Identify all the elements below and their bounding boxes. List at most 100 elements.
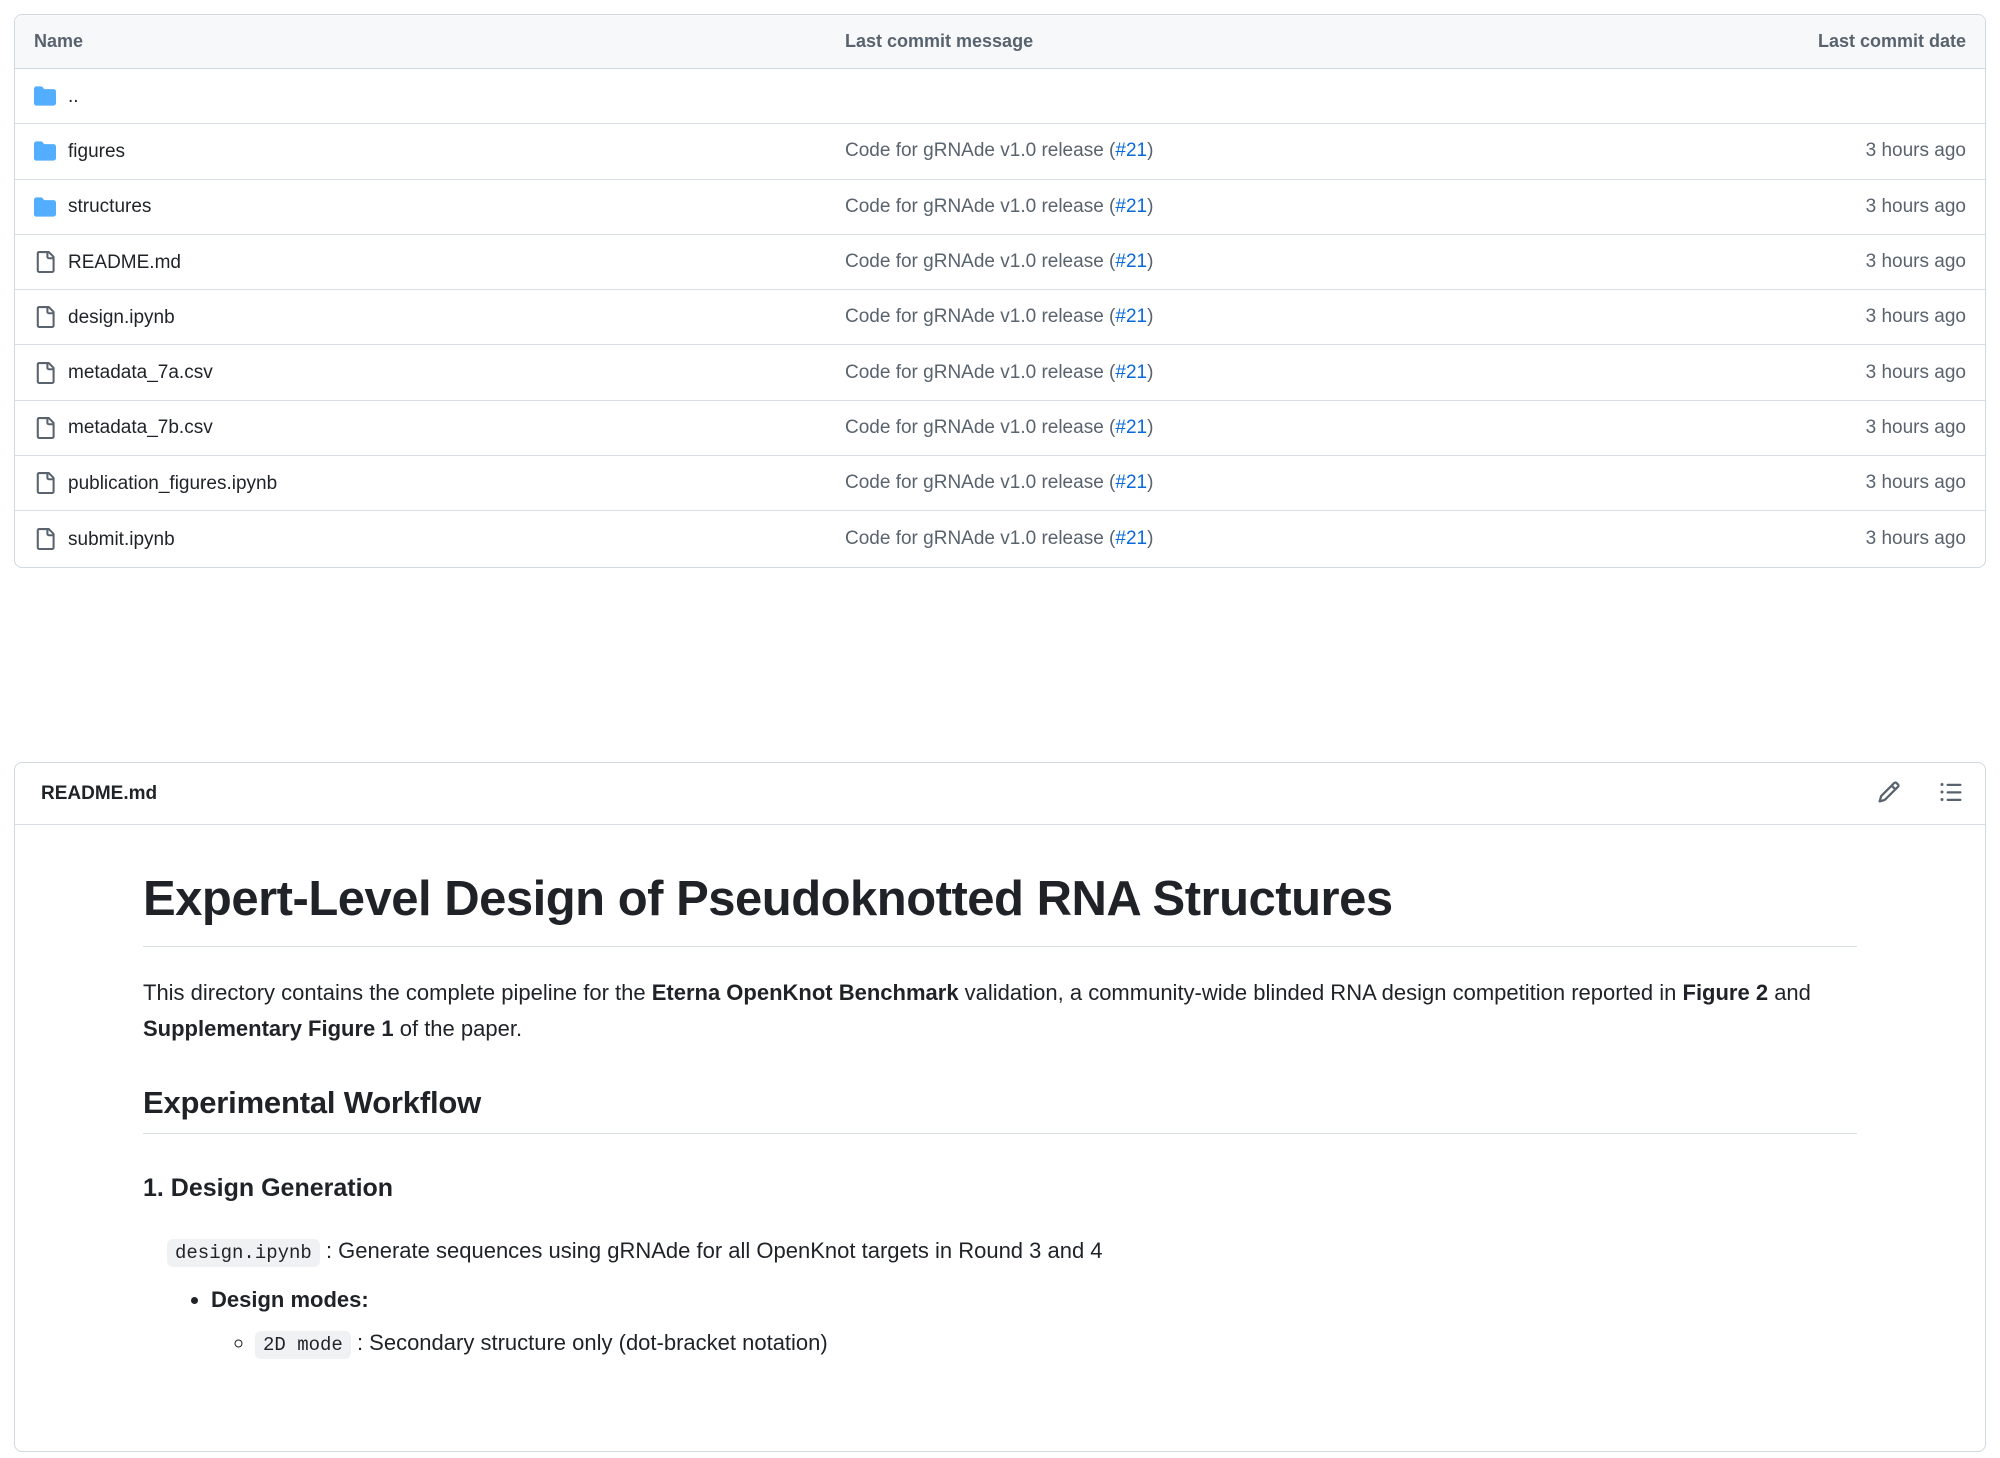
file-icon — [34, 306, 56, 329]
table-row[interactable]: structures Code for gRNAde v1.0 release (… — [15, 180, 1985, 235]
file-icon — [34, 472, 56, 495]
file-icon — [34, 528, 56, 551]
issue-link[interactable]: #21 — [1115, 140, 1148, 162]
file-name-link[interactable]: metadata_7b.csv — [68, 417, 213, 439]
cell-commit-date: 3 hours ago — [1865, 306, 1966, 328]
issue-link[interactable]: #21 — [1115, 306, 1148, 328]
file-icon — [34, 361, 56, 384]
design-step-text: : Generate sequences using gRNAde for al… — [319, 1237, 1103, 1263]
commit-message-text: Code for gRNAde v1.0 release ( — [845, 251, 1116, 273]
issue-link[interactable]: #21 — [1115, 361, 1148, 383]
readme-intro-paragraph: This directory contains the complete pip… — [143, 975, 1833, 1046]
column-header-commit-date: Last commit date — [1817, 31, 1966, 51]
code-2d-mode: 2D mode — [255, 1331, 351, 1360]
readme-action-group — [1874, 779, 1966, 809]
readme-header: README.md — [15, 763, 1985, 825]
intro-bold-figure2: Figure 2 — [1682, 980, 1769, 1006]
intro-text-part4: of the paper. — [393, 1015, 523, 1041]
design-step-line: design.ipynb : Generate sequences using … — [167, 1233, 1857, 1268]
issue-link[interactable]: #21 — [1115, 528, 1148, 550]
table-row[interactable]: publication_figures.ipynb Code for gRNAde… — [15, 456, 1985, 512]
design-modes-label: Design modes: — [211, 1286, 369, 1312]
design-modes-sublist: 2D mode : Secondary structure only (dot-… — [211, 1325, 1857, 1360]
file-name-link[interactable]: submit.ipynb — [68, 528, 175, 550]
cell-commit-message: Code for gRNAde v1.0 release (#21) — [815, 417, 1645, 439]
cell-commit-date: 3 hours ago — [1865, 251, 1966, 273]
cell-name: metadata_7b.csv — [15, 416, 815, 439]
intro-text-part2: validation, a community-wide blinded RNA… — [958, 980, 1683, 1006]
cell-commit-message: Code for gRNAde v1.0 release (#21) — [815, 251, 1645, 273]
file-listing-panel: Name Last commit message Last commit dat… — [14, 14, 1986, 568]
cell-commit-date: 3 hours ago — [1865, 528, 1966, 550]
column-header-name: Name — [34, 31, 84, 51]
commit-message-text: Code for gRNAde v1.0 release ( — [845, 361, 1116, 383]
table-row[interactable]: design.ipynb Code for gRNAde v1.0 release… — [15, 290, 1985, 346]
cell-name: structures — [15, 196, 815, 218]
cell-name: README.md — [15, 251, 815, 274]
commit-message-suffix: ) — [1147, 195, 1154, 217]
cell-commit-date: 3 hours ago — [1865, 140, 1966, 162]
list-unordered-icon — [1939, 780, 1963, 807]
cell-commit-message: Code for gRNAde v1.0 release (#21) — [815, 528, 1645, 550]
file-name-link[interactable]: publication_figures.ipynb — [68, 472, 278, 494]
commit-message-text: Code for gRNAde v1.0 release ( — [845, 528, 1116, 550]
table-row[interactable]: .. — [15, 69, 1985, 125]
issue-link[interactable]: #21 — [1115, 472, 1148, 494]
design-modes-list: Design modes: 2D mode : Secondary struct… — [143, 1282, 1857, 1361]
commit-message-text: Code for gRNAde v1.0 release ( — [845, 306, 1116, 328]
table-row[interactable]: figures Code for gRNAde v1.0 release (#21… — [15, 124, 1985, 180]
intro-text-part1: This directory contains the complete pip… — [143, 980, 652, 1006]
cell-name: publication_figures.ipynb — [15, 472, 815, 495]
edit-readme-button[interactable] — [1874, 779, 1904, 809]
cell-commit-date: 3 hours ago — [1865, 416, 1966, 438]
mode-2d-description: : Secondary structure only (dot-bracket … — [350, 1330, 828, 1356]
readme-heading-experimental-workflow: Experimental Workflow — [143, 1085, 1857, 1134]
table-row[interactable]: metadata_7a.csv Code for gRNAde v1.0 rele… — [15, 345, 1985, 401]
table-row[interactable]: submit.ipynb Code for gRNAde v1.0 release… — [15, 511, 1985, 566]
cell-commit-date: 3 hours ago — [1865, 361, 1966, 383]
file-table-header: Name Last commit message Last commit dat… — [15, 15, 1985, 69]
file-icon — [34, 416, 56, 439]
intro-bold-benchmark: Eterna OpenKnot Benchmark — [651, 980, 959, 1006]
code-design-ipynb: design.ipynb — [167, 1238, 320, 1267]
cell-commit-message: Code for gRNAde v1.0 release (#21) — [815, 306, 1645, 328]
commit-message-suffix: ) — [1147, 251, 1154, 273]
folder-icon — [34, 85, 56, 107]
file-name-link[interactable]: metadata_7a.csv — [68, 362, 213, 384]
pencil-icon — [1877, 780, 1901, 807]
commit-message-text: Code for gRNAde v1.0 release ( — [845, 416, 1116, 438]
commit-message-text: Code for gRNAde v1.0 release ( — [845, 195, 1116, 217]
folder-icon — [34, 140, 56, 162]
issue-link[interactable]: #21 — [1115, 416, 1148, 438]
column-header-commit-message: Last commit message — [845, 31, 1034, 51]
cell-name: submit.ipynb — [15, 528, 815, 551]
list-item-design-modes: Design modes: 2D mode : Secondary struct… — [211, 1282, 1857, 1361]
issue-link[interactable]: #21 — [1115, 195, 1148, 217]
intro-bold-supp-figure1: Supplementary Figure 1 — [143, 1015, 394, 1041]
table-row[interactable]: metadata_7b.csv Code for gRNAde v1.0 rele… — [15, 401, 1985, 457]
file-name-link[interactable]: figures — [68, 140, 126, 162]
file-name-link[interactable]: design.ipynb — [68, 306, 175, 328]
cell-commit-date: 3 hours ago — [1865, 472, 1966, 494]
readme-outline-button[interactable] — [1936, 779, 1966, 809]
readme-heading-design-generation: 1. Design Generation — [143, 1173, 394, 1202]
issue-link[interactable]: #21 — [1115, 251, 1148, 273]
commit-message-suffix: ) — [1147, 528, 1154, 550]
commit-message-suffix: ) — [1147, 306, 1154, 328]
file-name-link[interactable]: README.md — [68, 251, 181, 273]
cell-commit-message: Code for gRNAde v1.0 release (#21) — [815, 362, 1645, 384]
cell-commit-message: Code for gRNAde v1.0 release (#21) — [815, 196, 1645, 218]
cell-commit-message: Code for gRNAde v1.0 release (#21) — [815, 140, 1645, 162]
commit-message-suffix: ) — [1147, 361, 1154, 383]
cell-commit-message: Code for gRNAde v1.0 release (#21) — [815, 472, 1645, 494]
folder-icon — [34, 196, 56, 218]
file-icon — [34, 251, 56, 274]
table-row[interactable]: README.md Code for gRNAde v1.0 release (#… — [15, 235, 1985, 291]
readme-panel: README.md Expert-Level Design of Pseud — [14, 762, 1986, 1452]
file-name-link[interactable]: .. — [68, 85, 79, 107]
cell-commit-date: 3 hours ago — [1865, 195, 1966, 217]
cell-name: .. — [15, 85, 815, 107]
file-name-link[interactable]: structures — [68, 196, 152, 218]
commit-message-suffix: ) — [1147, 416, 1154, 438]
intro-text-part3: and — [1768, 980, 1811, 1006]
